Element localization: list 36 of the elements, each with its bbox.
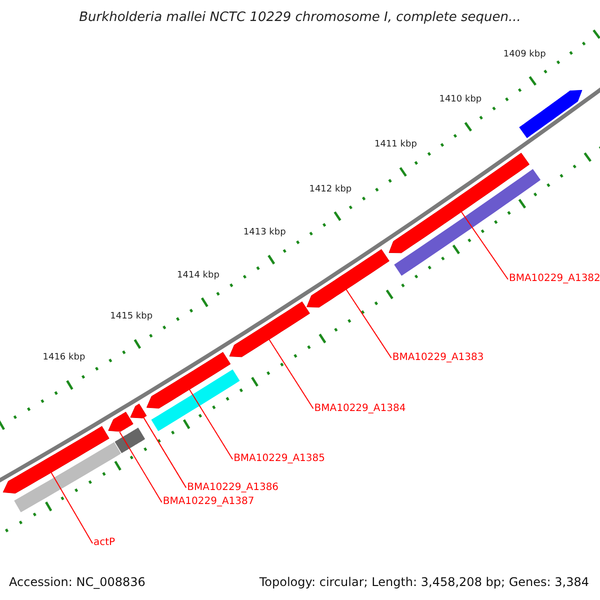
scale-label: 1412 kbp [309, 184, 352, 196]
leader-line [188, 389, 234, 460]
gene-feature [2, 426, 110, 494]
leader-line [268, 338, 314, 410]
gene-feature [388, 152, 530, 254]
scale-label: 1410 kbp [439, 94, 482, 106]
gene-label: BMA10229_A1386 [187, 482, 279, 494]
leader-line [119, 432, 162, 503]
gene-label: BMA10229_A1382 [508, 273, 600, 286]
gene-feature [151, 369, 240, 432]
gene-feature [14, 442, 121, 512]
leader-line [50, 472, 93, 544]
leader-line [460, 211, 508, 280]
gene-label: BMA10229_A1385 [234, 453, 325, 466]
accession-text: Accession: NC_008836 [9, 575, 146, 589]
scale-label: 1409 kbp [503, 49, 546, 60]
gene-label: BMA10229_A1387 [162, 496, 254, 508]
gene-feature [306, 249, 390, 308]
leader-line [143, 417, 187, 488]
gene-feature [229, 301, 310, 358]
gene-feature [130, 404, 147, 418]
leader-line [346, 289, 392, 358]
scale-label: 1414 kbp [177, 270, 220, 282]
title: Burkholderia mallei NCTC 10229 chromosome I, complete sequen... [78, 10, 522, 26]
scale-label: 1415 kbp [110, 312, 153, 323]
gene-feature [146, 352, 231, 409]
gene-feature [114, 428, 146, 454]
gene-label: BMA10229_A1384 [314, 402, 406, 415]
scale-label: 1411 kbp [374, 140, 417, 151]
summary-text: Topology: circular; Length: 3,458,208 bp; Genes: 3,384 [259, 575, 589, 589]
gene-feature [519, 90, 582, 138]
gene-label: actP [94, 537, 116, 550]
scale-label: 1413 kbp [243, 227, 286, 238]
gene-label: BMA10229_A1383 [392, 352, 484, 364]
scale-label: 1416 kbp [42, 352, 86, 364]
gene-feature [108, 412, 134, 432]
